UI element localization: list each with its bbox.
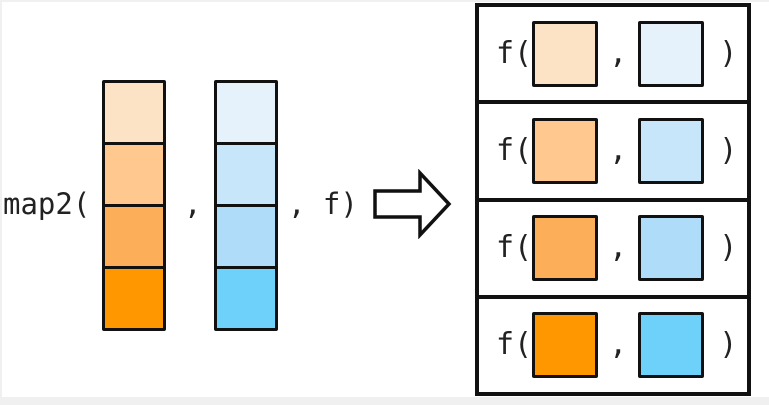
result-row-1: f( , )	[479, 7, 747, 100]
result-list-box: f( , ) f( , ) f( , ) f( , )	[475, 3, 751, 396]
f-open-label: f(	[496, 230, 533, 266]
f-open-label: f(	[496, 327, 533, 363]
first-list-cell-1	[105, 83, 163, 142]
result-row-4-first-arg-swatch	[532, 312, 599, 379]
result-row-1-first-arg-swatch	[532, 20, 599, 87]
map2-function-label: map2(	[3, 187, 91, 221]
result-row-3-second-arg-swatch	[638, 215, 705, 282]
close-paren-label: )	[719, 35, 738, 71]
first-list-cell-4	[105, 266, 163, 328]
screen-edge-left	[0, 0, 2, 405]
result-row-3: f( , )	[479, 197, 747, 295]
second-list-cell-4	[217, 266, 275, 328]
first-list-cell-2	[105, 142, 163, 204]
maps-to-arrow-icon	[373, 169, 452, 239]
f-open-label: f(	[496, 35, 533, 71]
f-open-label: f(	[496, 132, 533, 168]
first-list-cell-3	[105, 204, 163, 266]
screen-edge-top	[0, 0, 769, 2]
second-list-cell-1	[217, 83, 275, 142]
result-row-1-second-arg-swatch	[638, 20, 705, 87]
second-list-cell-3	[217, 204, 275, 266]
close-paren-label: )	[719, 132, 738, 168]
argument-separator-comma: ,	[184, 187, 202, 221]
result-row-4: f( , )	[479, 294, 747, 392]
result-row-3-first-arg-swatch	[532, 215, 599, 282]
result-row-2-second-arg-swatch	[638, 117, 705, 184]
input-list-second	[214, 80, 278, 331]
second-list-cell-2	[217, 142, 275, 204]
result-row-4-second-arg-swatch	[638, 312, 705, 379]
args-comma: ,	[609, 35, 628, 71]
input-list-first	[102, 80, 166, 331]
args-comma: ,	[609, 327, 628, 363]
screen-edge-bottom	[0, 397, 769, 405]
function-argument-label: , f)	[288, 187, 358, 221]
args-comma: ,	[609, 132, 628, 168]
result-row-2: f( , )	[479, 100, 747, 197]
close-paren-label: )	[719, 230, 738, 266]
result-row-2-first-arg-swatch	[532, 117, 599, 184]
args-comma: ,	[609, 230, 628, 266]
close-paren-label: )	[719, 327, 738, 363]
